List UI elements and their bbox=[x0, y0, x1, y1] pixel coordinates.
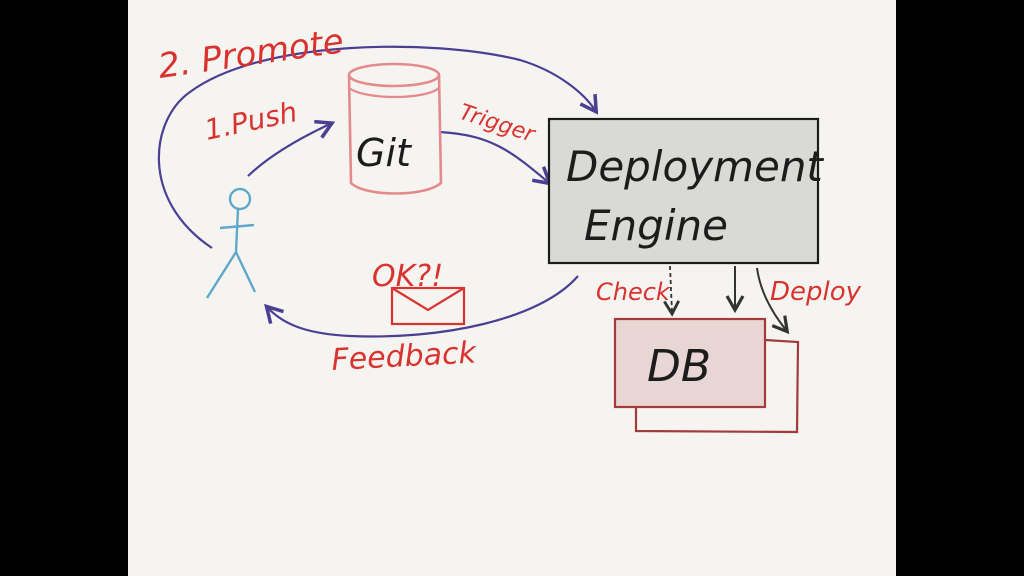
letterbox-right bbox=[896, 0, 1024, 576]
db-box bbox=[613, 317, 767, 409]
person-figure bbox=[205, 187, 257, 299]
check-arrow bbox=[663, 265, 681, 317]
feedback-arrow bbox=[264, 275, 579, 338]
deployment-engine-box bbox=[547, 117, 820, 265]
push-arrow bbox=[247, 119, 336, 177]
engine-label-line2: Engine bbox=[584, 201, 728, 250]
promote-label: 2. Promote bbox=[156, 21, 346, 87]
engine-label-line1: Deployment bbox=[566, 142, 824, 191]
push-label: 1.Push bbox=[202, 95, 301, 147]
deploy-arrow-2 bbox=[756, 267, 790, 335]
feedback-label: Feedback bbox=[331, 335, 479, 378]
trigger-arrow bbox=[439, 130, 553, 186]
whiteboard-canvas bbox=[128, 0, 896, 576]
db-label: DB bbox=[647, 341, 711, 392]
envelope-icon bbox=[390, 286, 466, 326]
db-back-box bbox=[634, 338, 800, 434]
promote-arrow bbox=[157, 45, 599, 249]
check-label: Check bbox=[596, 278, 671, 306]
deploy-label: Deploy bbox=[770, 277, 862, 307]
ok-label: OK?! bbox=[372, 259, 443, 294]
trigger-label: Trigger bbox=[456, 100, 539, 148]
git-cylinder bbox=[347, 62, 443, 195]
git-label: Git bbox=[356, 131, 413, 175]
letterbox-left bbox=[0, 0, 128, 576]
